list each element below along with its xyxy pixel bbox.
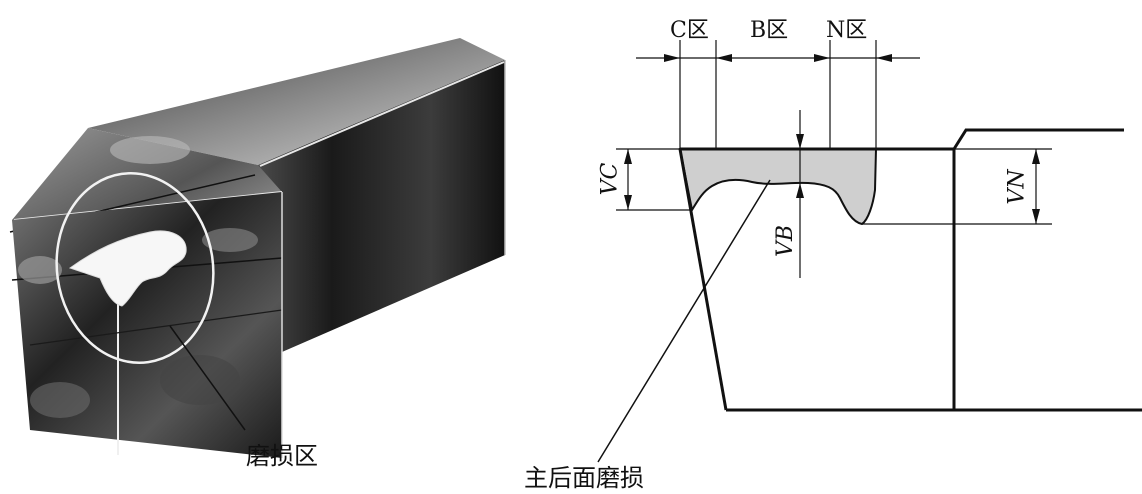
tool-photo xyxy=(9,38,506,458)
wear-zone-ellipse xyxy=(55,172,215,364)
shank-side-face xyxy=(258,60,505,352)
flank-wear-diagram xyxy=(597,40,1142,463)
vn-dimension-label: VN xyxy=(1004,169,1030,205)
vb-dimension-label: VB xyxy=(773,224,799,258)
wear-band xyxy=(678,148,878,226)
flank-wear-label: 主后面磨损 xyxy=(524,464,644,492)
flank-wear-leader xyxy=(597,179,771,463)
worn-region xyxy=(68,230,187,307)
tool-outline xyxy=(680,147,956,410)
wear-zone-leader xyxy=(169,325,246,431)
wear-zone-label: 磨损区 xyxy=(246,442,318,470)
zone-c-label: C区 xyxy=(670,18,709,43)
shank-top-face xyxy=(88,38,505,165)
zone-b-label: B区 xyxy=(750,18,789,43)
zone-n-label: N区 xyxy=(826,18,868,43)
vc-dimension-label: VC xyxy=(597,162,623,196)
